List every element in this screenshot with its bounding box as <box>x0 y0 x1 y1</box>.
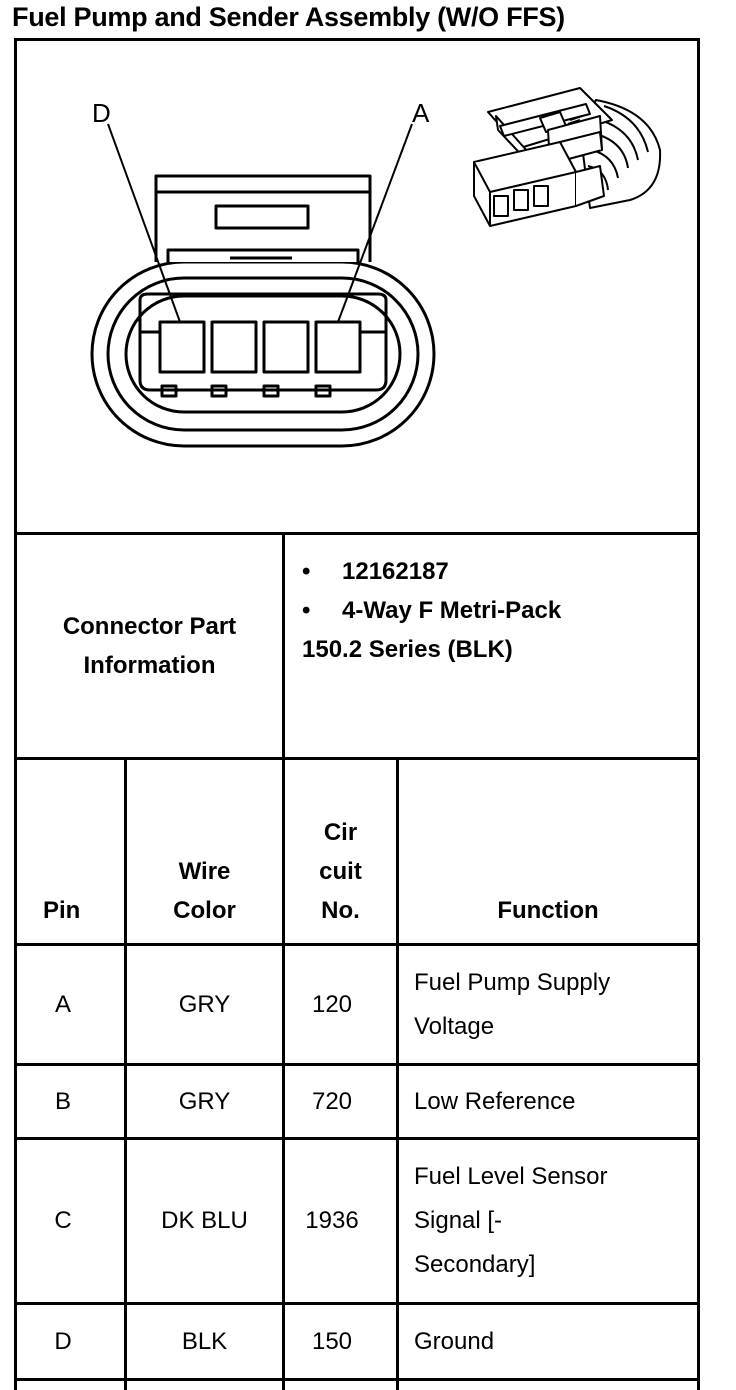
part-info-list: •12162187 •4-Way F Metri-Pack 150.2 Seri… <box>302 552 692 669</box>
row-c-circuit: 1936 <box>305 1207 359 1234</box>
header-circuit: Cir cuit No. <box>319 819 362 924</box>
rule-part-info-bottom <box>14 757 700 760</box>
part-info-continuation: 150.2 Series (BLK) <box>302 636 513 663</box>
rule-col-3 <box>396 757 399 1390</box>
leader-line-a <box>337 123 413 323</box>
header-wire-color: Wire Color <box>173 858 236 924</box>
leader-line-d <box>107 123 181 323</box>
header-function: Function <box>497 897 599 924</box>
row-b-circuit: 720 <box>311 1087 353 1115</box>
terminal-d <box>158 320 206 374</box>
row-c-color: DK BLU <box>161 1207 248 1234</box>
row-c-pin: C <box>54 1207 72 1234</box>
part-info-label: Connector Part Information <box>62 613 237 679</box>
row-d-color: BLK <box>181 1327 228 1355</box>
row-a-function: Fuel Pump Supply Voltage <box>414 968 611 1040</box>
rule-row-d-bottom <box>14 1378 700 1381</box>
row-b-pin: B <box>54 1087 71 1115</box>
rule-col-2 <box>282 757 285 1390</box>
terminal-c <box>210 320 258 374</box>
connector-cavity-frame <box>124 294 402 414</box>
header-pin: Pin <box>43 897 81 924</box>
page-title: Fuel Pump and Sender Assembly (W/O FFS) <box>12 2 565 32</box>
rule-diagram-bottom <box>14 532 700 535</box>
row-d-circuit: 150 <box>311 1327 353 1355</box>
row-a-pin: A <box>54 990 71 1018</box>
row-b-color: GRY <box>178 1087 231 1115</box>
row-c-function: Fuel Level Sensor Signal [- Secondary] <box>414 1163 608 1278</box>
connector-latch-window <box>214 204 310 230</box>
connector-latch <box>154 174 372 262</box>
diagram-label-a: A <box>412 98 430 128</box>
row-a-circuit: 120 <box>311 990 353 1018</box>
rule-col-1 <box>124 757 127 1390</box>
diagram-label-d: D <box>92 98 111 128</box>
row-d-function: Ground <box>414 1327 495 1355</box>
part-info-item: •4-Way F Metri-Pack <box>302 597 562 624</box>
row-b-function: Low Reference <box>414 1087 576 1115</box>
rule-row-b-bottom <box>14 1137 700 1140</box>
connector-inner-shell <box>106 276 420 432</box>
rule-row-a-bottom <box>14 1063 700 1066</box>
rule-part-info-split <box>282 532 285 760</box>
connector-diagram: D A <box>90 87 662 448</box>
terminal-b <box>262 320 310 374</box>
row-d-pin: D <box>54 1327 72 1355</box>
connector-isometric-view <box>473 87 662 227</box>
rule-header-bottom <box>14 943 700 946</box>
rule-row-c-bottom <box>14 1302 700 1305</box>
document-frame <box>14 38 700 1390</box>
row-a-color: GRY <box>178 990 231 1018</box>
part-info-item: •12162187 <box>302 558 449 585</box>
